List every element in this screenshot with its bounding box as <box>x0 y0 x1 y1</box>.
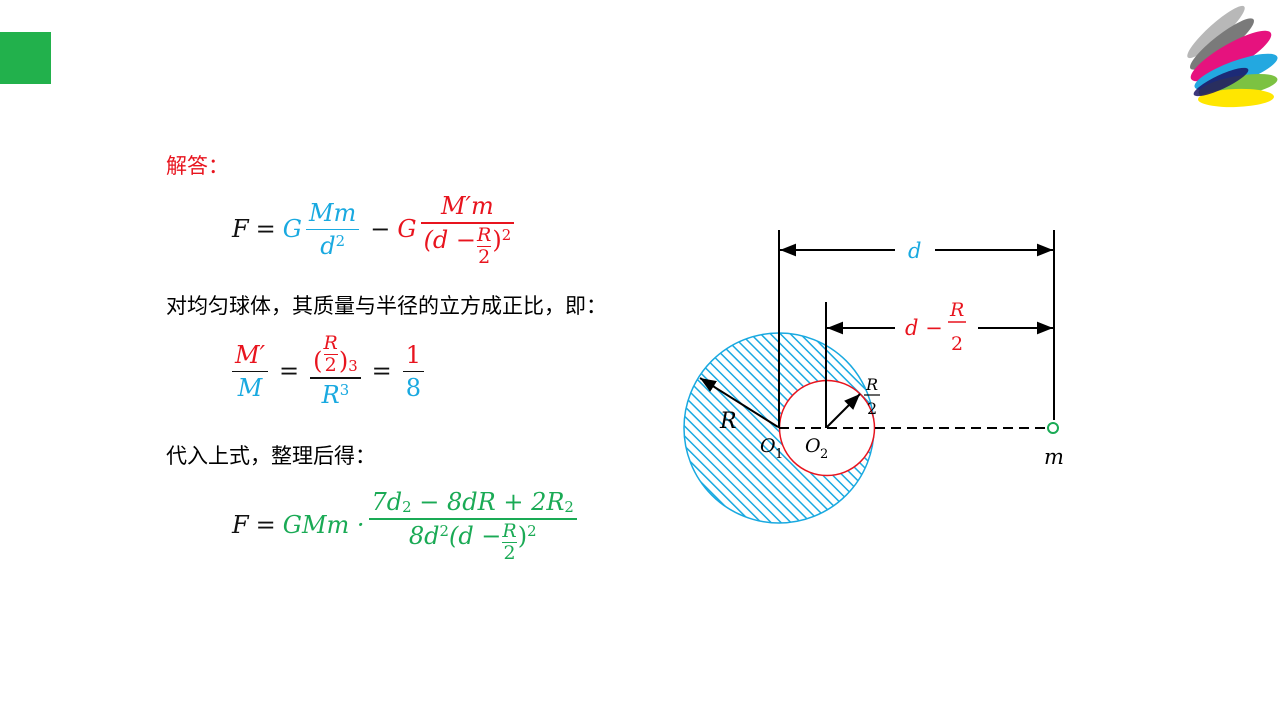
label-R2-R: R <box>865 375 878 394</box>
eq1-den2-open: (d − <box>423 225 477 254</box>
eq2-fraction-mass: M′ M <box>232 340 269 403</box>
radius-R2-arrow <box>826 393 861 428</box>
eq3-num-b-exp: 2 <box>564 498 574 516</box>
eq1-equals: = <box>255 215 276 244</box>
eq2-equals-2: = <box>371 357 392 386</box>
brand-logo-icon <box>1187 5 1278 108</box>
eq3-den-two: 2 <box>503 541 516 564</box>
eq2-close: ) <box>338 347 349 376</box>
eq2-denominator-mass: M <box>237 374 263 403</box>
radius-R-arrow <box>699 377 779 428</box>
eq1-symbol-G1: G <box>282 215 302 244</box>
eq2-equals-1: = <box>279 357 300 386</box>
eq3-den-close: ) <box>517 521 528 550</box>
eq3-symbol-F: F <box>232 511 249 540</box>
eq2-R: R <box>323 332 338 354</box>
eq2-two: 2 <box>324 354 337 377</box>
eq3-den-a-exp: 2 <box>439 521 449 540</box>
answer-heading: 解答： <box>166 154 229 178</box>
label-O2: O <box>805 435 821 457</box>
eq1-symbol-F: F <box>232 215 249 244</box>
eq2-numerator-mass: M′ <box>235 340 266 369</box>
eq3-num-a: 7d <box>371 488 403 516</box>
eq3-prefix: GMm · <box>282 511 365 540</box>
eq1-numerator-2: M′m <box>440 192 494 220</box>
proportion-statement: 对均匀球体，其质量与半径的立方成正比，即： <box>166 294 607 318</box>
eq2-open: ( <box>313 347 323 376</box>
label-R2-two: 2 <box>867 399 877 418</box>
eq3-equals: = <box>255 511 276 540</box>
label-O1-sub: 1 <box>775 447 783 462</box>
solid-sphere <box>683 332 875 524</box>
substitute-statement: 代入上式，整理后得： <box>166 444 376 468</box>
label-dR2-R: R <box>949 299 964 321</box>
eq1-den2-close: ) <box>492 225 502 254</box>
eq3-num-a-exp: 2 <box>402 498 412 516</box>
eq3-den-a: 8d <box>408 521 440 550</box>
eq1-numerator-1: Mm <box>308 198 357 227</box>
label-O2-sub: 2 <box>820 447 828 462</box>
spherical-cavity <box>778 379 876 477</box>
eq1-den2-R: R <box>477 223 492 246</box>
slide-accent-tab <box>0 32 51 84</box>
eq1-minus: − <box>370 215 391 244</box>
label-d: d <box>908 239 921 263</box>
eq1-denominator-1: d <box>320 232 336 261</box>
point-mass-m <box>1047 422 1059 434</box>
eq1-symbol-G2: G <box>397 215 417 244</box>
eq3-num-b: − 8dR + 2R <box>411 488 565 516</box>
eq2-den-R: R <box>321 380 340 409</box>
eq3-den-R: R <box>502 519 517 542</box>
eq3-den-b: (d − <box>448 521 502 550</box>
label-m: m <box>1044 445 1064 469</box>
eq1-den2-two: 2 <box>478 245 491 268</box>
eq2-one: 1 <box>405 340 422 369</box>
eq2-eight: 8 <box>405 374 422 403</box>
eq2-fraction-result: 1 8 <box>402 340 425 403</box>
eq1-den1-exponent: 2 <box>335 232 346 251</box>
label-O1: O <box>760 435 776 457</box>
eq2-cube: 3 <box>348 357 358 376</box>
eq2-den-exp: 3 <box>339 380 350 399</box>
eq1-den2-exponent: 2 <box>501 225 512 244</box>
label-dR2-two: 2 <box>951 333 963 355</box>
label-dR2-d: d − <box>905 316 943 340</box>
label-R: R <box>719 409 737 434</box>
eq3-den-exp: 2 <box>527 521 537 540</box>
